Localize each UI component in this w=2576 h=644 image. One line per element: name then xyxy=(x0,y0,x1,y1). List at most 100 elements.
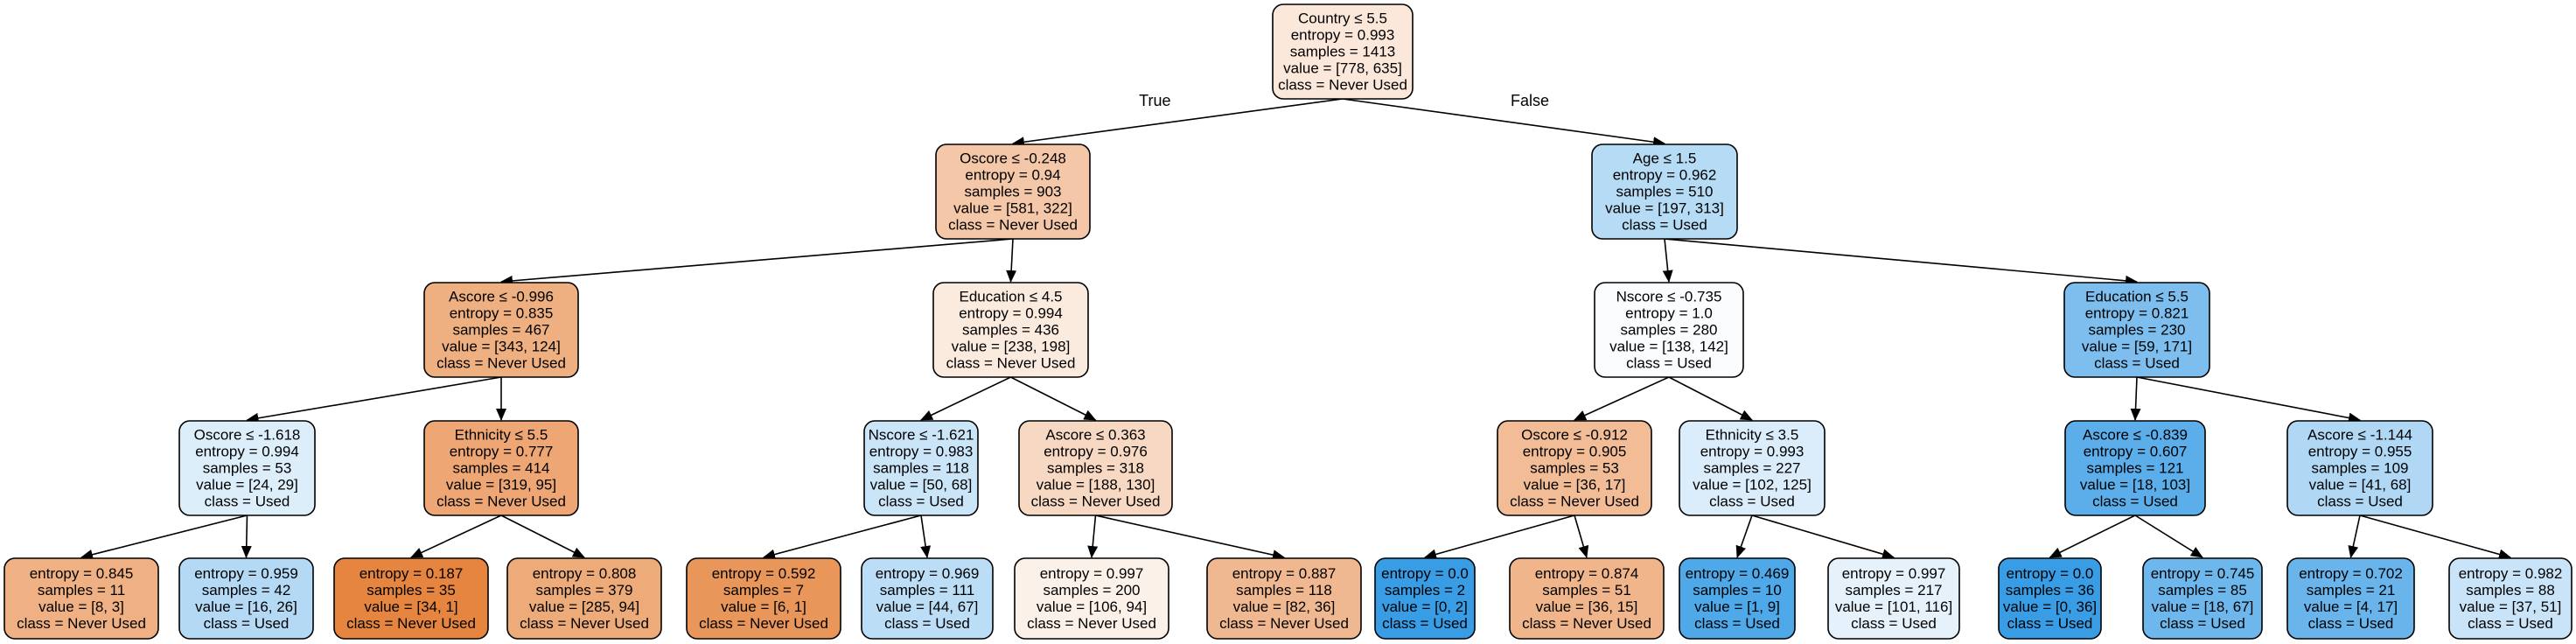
node-text-line: samples = 230 xyxy=(2088,322,2185,339)
node-text-line: entropy = 1.0 xyxy=(1625,305,1713,322)
node-text-line: samples = 111 xyxy=(880,582,975,598)
node-text-line: value = [319, 95] xyxy=(446,477,556,494)
node-text-line: value = [41, 68] xyxy=(2309,477,2412,494)
edge-n13-l13 xyxy=(2049,514,2136,558)
node-text-line: samples = 121 xyxy=(2086,460,2183,477)
node-text-line: value = [18, 103] xyxy=(2080,477,2190,494)
edge-n6-n13 xyxy=(2130,376,2141,421)
node-text-line: entropy = 0.94 xyxy=(965,167,1060,184)
node-text-line: entropy = 0.983 xyxy=(869,444,974,460)
edge-n10-l7 xyxy=(1087,514,1099,558)
node-text-line: entropy = 0.607 xyxy=(2084,444,2188,460)
node-text-line: value = [106, 94] xyxy=(1037,598,1147,615)
node-text-line: entropy = 0.905 xyxy=(1523,444,1627,460)
node-box xyxy=(1679,557,1796,640)
node-text-line: entropy = 0.993 xyxy=(1700,444,1805,460)
node-text-line: entropy = 0.821 xyxy=(2085,305,2189,322)
node-text-line: entropy = 0.874 xyxy=(1535,565,1639,582)
node-box xyxy=(2064,420,2206,516)
node-text-line: class = Used xyxy=(878,494,964,510)
node-box xyxy=(863,420,979,516)
node-text-line: class = Used xyxy=(884,615,970,632)
node-text-line: class = Used xyxy=(1626,355,1712,372)
node-text-line: value = [8, 3] xyxy=(38,598,124,615)
node-text-line: value = [6, 1] xyxy=(721,598,806,615)
node-text-line: samples = 414 xyxy=(452,460,549,477)
node-text-line: samples = 200 xyxy=(1043,582,1140,598)
node-box xyxy=(423,282,579,378)
edge-n12-l12 xyxy=(1751,514,1895,560)
edge-root-n1 xyxy=(1012,98,1344,148)
edge-n9-l5 xyxy=(763,514,922,560)
node-box xyxy=(1509,557,1665,640)
node-text-line: class = Never Used xyxy=(1027,615,1156,632)
node-text-line: value = [16, 26] xyxy=(195,598,297,615)
node-box xyxy=(1594,282,1744,378)
node-text-line: Ethnicity ≤ 3.5 xyxy=(1706,427,1799,444)
edge-n8-l3 xyxy=(410,514,502,558)
node-box xyxy=(2286,420,2433,516)
node-text-line: samples = 318 xyxy=(1047,460,1144,477)
node-text-line: samples = 10 xyxy=(1693,582,1782,598)
node-text-line: value = [59, 171] xyxy=(2082,339,2192,355)
node-text-line: samples = 903 xyxy=(964,184,1061,200)
node-text-line: class = Never Used xyxy=(436,355,566,372)
node-box xyxy=(333,557,489,640)
node-text-line: class = Used xyxy=(2094,355,2180,372)
node-text-line: entropy = 0.997 xyxy=(1040,565,1144,582)
node-text-line: Ascore ≤ -0.839 xyxy=(2083,427,2188,444)
node-text-line: class = Never Used xyxy=(17,615,146,632)
node-box xyxy=(861,557,994,640)
edge-n12-l11 xyxy=(1735,514,1753,558)
node-box xyxy=(686,557,841,640)
edge-n1-n4 xyxy=(1006,238,1017,283)
edge-n13-l14 xyxy=(2134,514,2203,558)
node-box xyxy=(1998,557,2102,640)
node-text-line: entropy = 0.808 xyxy=(533,565,637,582)
node-text-line: value = [24, 29] xyxy=(196,477,298,494)
node-text-line: value = [36, 15] xyxy=(1536,598,1638,615)
edge-label-true: True xyxy=(1139,92,1170,109)
node-text-line: class = Used xyxy=(2317,494,2403,510)
node-box xyxy=(1374,557,1476,640)
node-text-line: Ethnicity ≤ 5.5 xyxy=(455,427,548,444)
node-text-line: Oscore ≤ -0.912 xyxy=(1521,427,1628,444)
node-text-line: samples = 35 xyxy=(367,582,456,598)
node-box xyxy=(506,557,662,640)
node-text-line: value = [37, 51] xyxy=(2460,598,2562,615)
node-text-line: class = Used xyxy=(1382,615,1468,632)
node-text-line: value = [36, 17] xyxy=(1524,477,1626,494)
node-text-line: samples = 51 xyxy=(1542,582,1631,598)
node-box xyxy=(178,557,314,640)
node-text-line: class = Used xyxy=(1709,494,1795,510)
node-text-line: value = [44, 67] xyxy=(876,598,979,615)
node-box xyxy=(932,282,1089,378)
node-text-line: entropy = 0.835 xyxy=(450,305,554,322)
node-text-line: class = Used xyxy=(2160,615,2245,632)
node-text-line: entropy = 0.0 xyxy=(1381,565,1469,582)
node-text-line: class = Used xyxy=(205,494,290,510)
node-text-line: samples = 217 xyxy=(1845,582,1942,598)
node-text-line: class = Never Used xyxy=(1219,615,1349,632)
node-text-line: entropy = 0.187 xyxy=(360,565,464,582)
node-text-line: value = [0, 36] xyxy=(2003,598,2097,615)
node-text-line: samples = 36 xyxy=(2006,582,2095,598)
node-text-line: class = Used xyxy=(1694,615,1780,632)
node-text-line: value = [238, 198] xyxy=(952,339,1071,355)
node-text-line: entropy = 0.982 xyxy=(2459,565,2563,582)
